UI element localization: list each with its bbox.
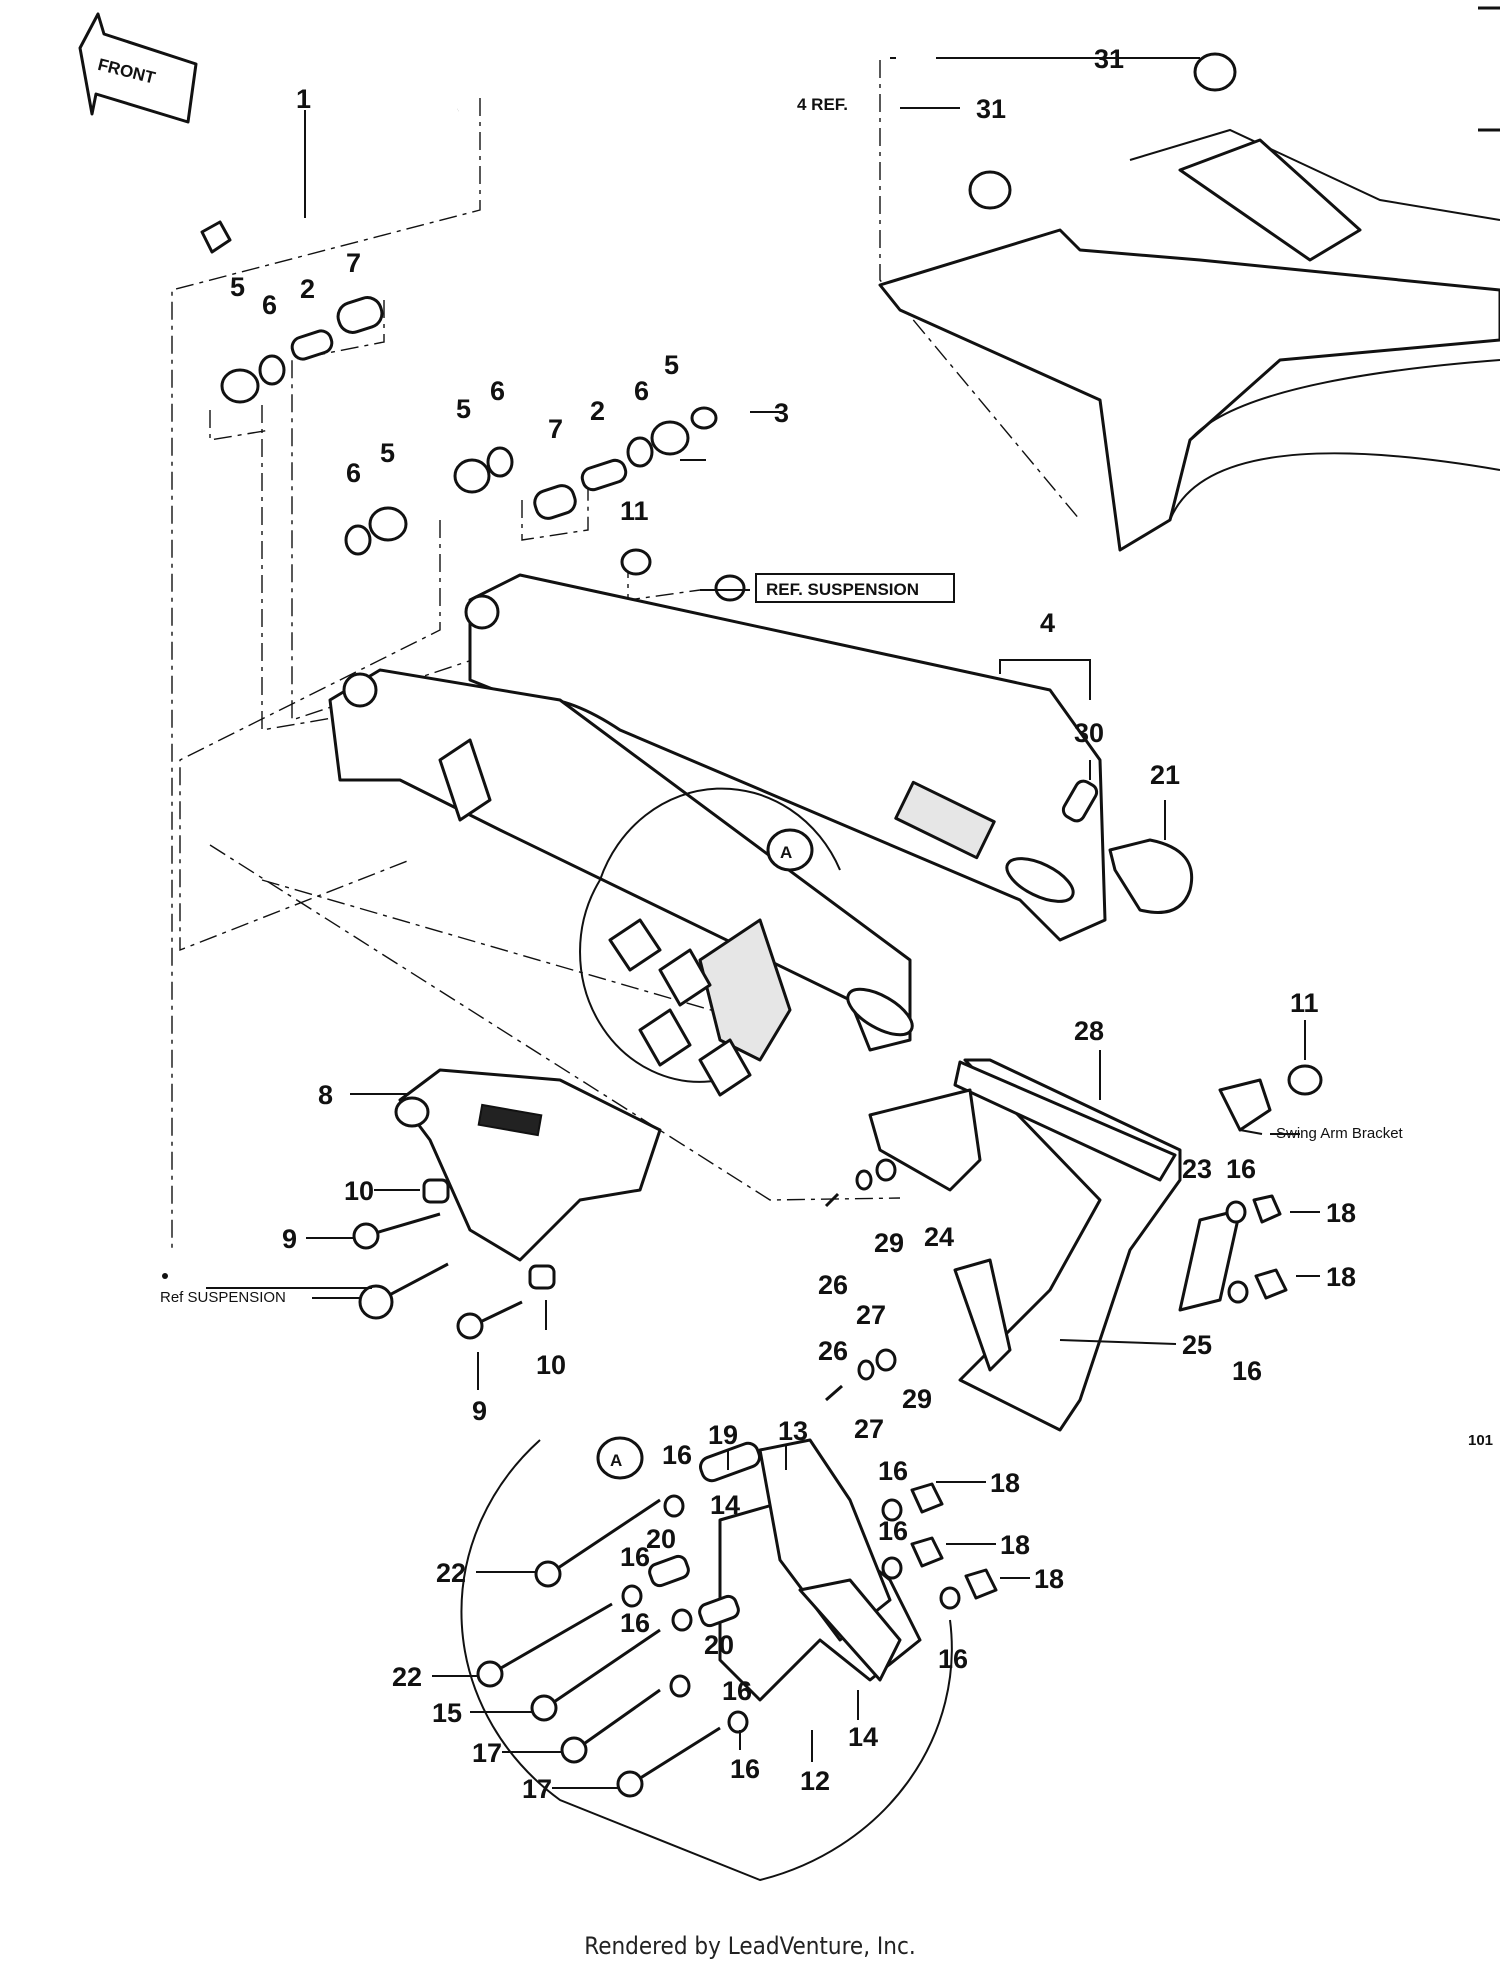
frame-section [878,52,1500,552]
part-number-label: 16 [620,1542,650,1572]
part-number-label: 16 [878,1516,908,1546]
part-number-label: 9 [472,1396,487,1426]
chain-adjuster [1061,779,1194,914]
part-number-label: 17 [522,1774,552,1804]
chain-guide [394,1068,662,1262]
part-number-label: 16 [730,1754,760,1784]
part-number-label: 18 [1000,1530,1030,1560]
part-number-label: 17 [472,1738,502,1768]
part-number-label: 11 [620,496,649,526]
part-number-label: 20 [646,1524,676,1554]
detail-a-bottom-label: A [610,1451,622,1470]
footer-credit: Rendered by LeadVenture, Inc. [584,1932,916,1960]
part-number-label: 5 [380,438,395,468]
part-number-label: 25 [1182,1330,1212,1360]
part-number-label: 12 [800,1766,830,1796]
part-number-label: 14 [710,1490,740,1520]
part-number-label: 13 [778,1416,808,1446]
part-number-label: 16 [1226,1154,1256,1184]
part-number-label: 26 [818,1270,848,1300]
part-number-label: 6 [346,458,361,488]
part-number-label: 16 [662,1440,692,1470]
part-number-label: 7 [346,248,361,278]
part-number-label: 6 [490,376,505,406]
ref-suspension-top-label: REF. SUSPENSION [766,580,919,599]
part-number-label: 5 [664,350,679,380]
part-number-label: 18 [990,1468,1020,1498]
part-number-label: 24 [924,1222,954,1252]
part-number-label: 2 [590,396,605,426]
part-number-label: 9 [282,1224,297,1254]
part-number-label: 27 [854,1414,884,1444]
part-number-label: 18 [1326,1262,1356,1292]
part-number-labels: 1 2 5 6 7 5 6 7 2 6 5 3 6 5 11 4 30 21 3… [230,44,1356,1804]
upper-bushings [220,296,384,404]
ref-suspension-bottom-label: Ref SUSPENSION [160,1289,286,1306]
part-number-label: 16 [620,1608,650,1638]
part-number-label: 1 [296,84,311,114]
detail-a-top: A [579,787,841,1097]
part-number-label: 18 [1034,1564,1064,1594]
ref-suspension-box: REF. SUSPENSION [755,573,955,603]
part-number-label: 22 [392,1662,422,1692]
part-number-label: 20 [704,1630,734,1660]
front-arrow: FRONT [78,12,198,124]
leader-lines [206,57,1320,1789]
part-number-label: 2 [300,274,315,304]
middle-bushings [344,406,746,602]
part-number-label: 23 [1182,1154,1212,1184]
part-number-label: 10 [344,1176,374,1206]
part-number-label: 16 [722,1676,752,1706]
part-number-label: 29 [874,1228,904,1258]
part-number-label: 16 [1232,1356,1262,1386]
part-number-label: 10 [536,1350,566,1380]
fasteners-mid [824,1158,1288,1402]
part-number-label: 5 [456,394,471,424]
ref-4-label: 4 REF. [797,95,848,114]
pivot-shaft [200,107,460,254]
part-number-label: 28 [1074,1016,1104,1046]
part-number-label: 6 [634,376,649,406]
part-number-label: 8 [318,1080,333,1110]
chain-guard [868,1058,1323,1432]
part-number-label: 6 [262,290,277,320]
part-number-label: 18 [1326,1198,1356,1228]
part-number-label: 11 [1290,988,1319,1018]
part-number-label: 30 [1074,718,1104,748]
part-number-label: 16 [878,1456,908,1486]
page-number: 101 [1468,1432,1494,1449]
part-number-label: 31 [1094,44,1124,74]
part-number-label: 4 [1040,608,1055,638]
detail-a-bottom: A [460,1436,998,1882]
part-number-label: 15 [432,1698,462,1728]
part-number-label: 31 [976,94,1006,124]
bolts-left [352,1178,556,1340]
part-number-label: 29 [902,1384,932,1414]
part-number-label: 16 [938,1644,968,1674]
part-number-label: 3 [774,398,789,428]
part-number-label: 21 [1150,760,1180,790]
part-number-label: 7 [548,414,563,444]
part-number-label: 26 [818,1336,848,1366]
part-number-label: 19 [708,1420,738,1450]
part-number-label: 27 [856,1300,886,1330]
swing-arm-bracket-label: Swing Arm Bracket [1276,1125,1404,1142]
part-number-label: 14 [848,1722,878,1752]
part-number-label: 5 [230,272,245,302]
part-number-label: 22 [436,1558,466,1588]
detail-a-top-label: A [780,843,792,862]
